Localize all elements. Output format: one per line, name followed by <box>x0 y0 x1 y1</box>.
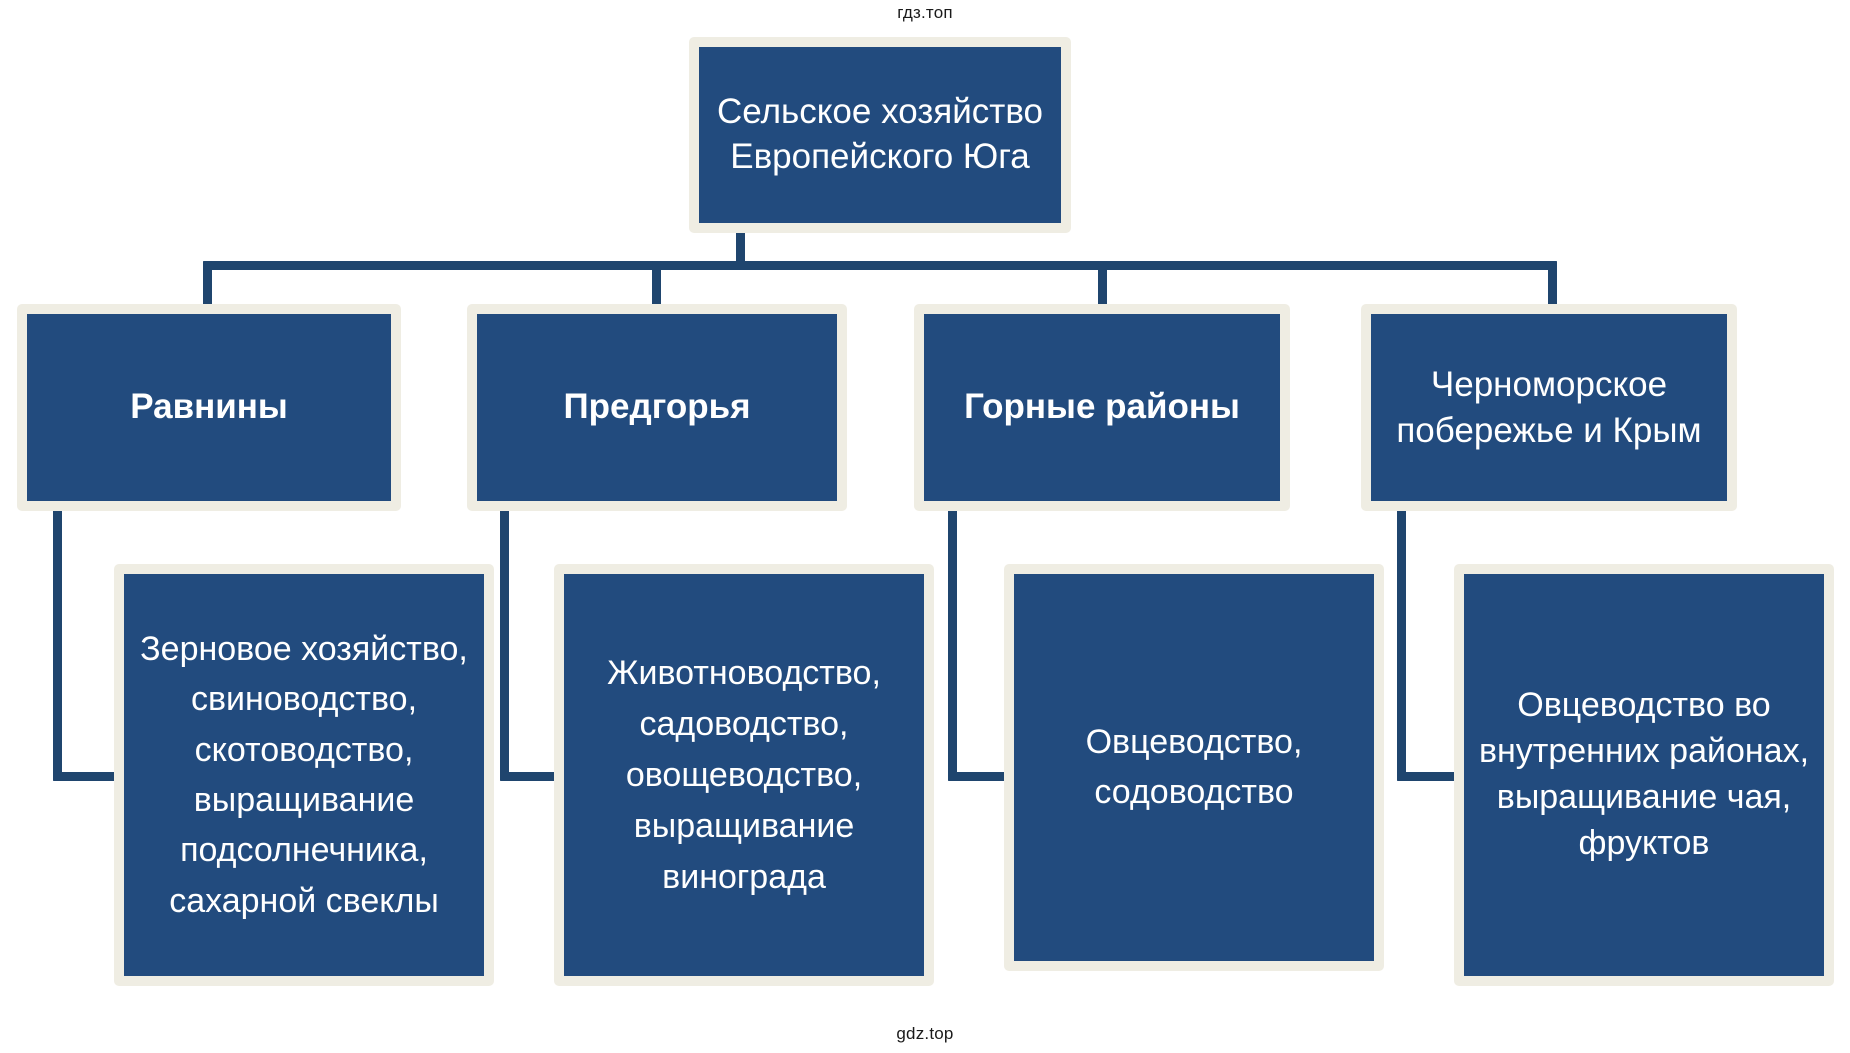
connector-elbow-plains-vertical <box>53 505 62 781</box>
connector-elbow-foothills-vertical <box>500 505 509 781</box>
connector-horizontal-bus <box>203 261 1557 270</box>
node-detail-mountains[interactable]: Овцеводство, содоводство <box>1005 565 1383 970</box>
node-branch-foothills-label: Предгорья <box>563 387 751 427</box>
node-root-label: Сельское хозяйство Европейского Юга <box>716 92 1044 176</box>
node-detail-plains-label: Зерновое хозяйство, свиноводство, скотов… <box>140 630 468 920</box>
node-branch-plains-label: Равнины <box>130 387 288 427</box>
node-detail-blacksea-label: Овцеводство во внутренних районах, выращ… <box>1478 686 1810 862</box>
node-detail-foothills-label: Животноводство, садоводство, овощеводств… <box>607 653 881 896</box>
connector-elbow-plains-horizontal <box>53 772 125 781</box>
node-detail-plains[interactable]: Зерновое хозяйство, свиноводство, скотов… <box>115 565 493 985</box>
connector-elbow-mountains-vertical <box>948 505 957 781</box>
node-detail-mountains-label: Овцеводство, содоводство <box>1085 723 1303 811</box>
node-detail-blacksea[interactable]: Овцеводство во внутренних районах, выращ… <box>1455 565 1833 985</box>
connector-root-stem <box>736 228 745 270</box>
node-branch-foothills[interactable]: Предгорья <box>468 305 846 510</box>
connector-drop-blacksea <box>1548 261 1557 309</box>
node-branch-plains[interactable]: Равнины <box>18 305 400 510</box>
node-branch-blacksea[interactable]: Черноморское побережье и Крым <box>1362 305 1736 510</box>
connector-drop-mountains <box>1098 261 1107 309</box>
connector-elbow-blacksea-horizontal <box>1397 772 1465 781</box>
connector-elbow-foothills-horizontal <box>500 772 565 781</box>
node-branch-blacksea-label: Черноморское побережье и Крым <box>1396 365 1702 450</box>
watermark-bottom: gdz.top <box>896 1024 954 1043</box>
node-root[interactable]: Сельское хозяйство Европейского Юга <box>690 38 1070 232</box>
connector-elbow-mountains-horizontal <box>948 772 1015 781</box>
connector-drop-foothills <box>652 261 661 309</box>
node-branch-mountains-label: Горные районы <box>964 387 1240 427</box>
connector-elbow-blacksea-vertical <box>1397 505 1406 781</box>
watermark-top: гдз.топ <box>897 3 953 22</box>
node-detail-foothills[interactable]: Животноводство, садоводство, овощеводств… <box>555 565 933 985</box>
node-branch-mountains[interactable]: Горные районы <box>915 305 1289 510</box>
connector-drop-plains <box>203 261 212 309</box>
